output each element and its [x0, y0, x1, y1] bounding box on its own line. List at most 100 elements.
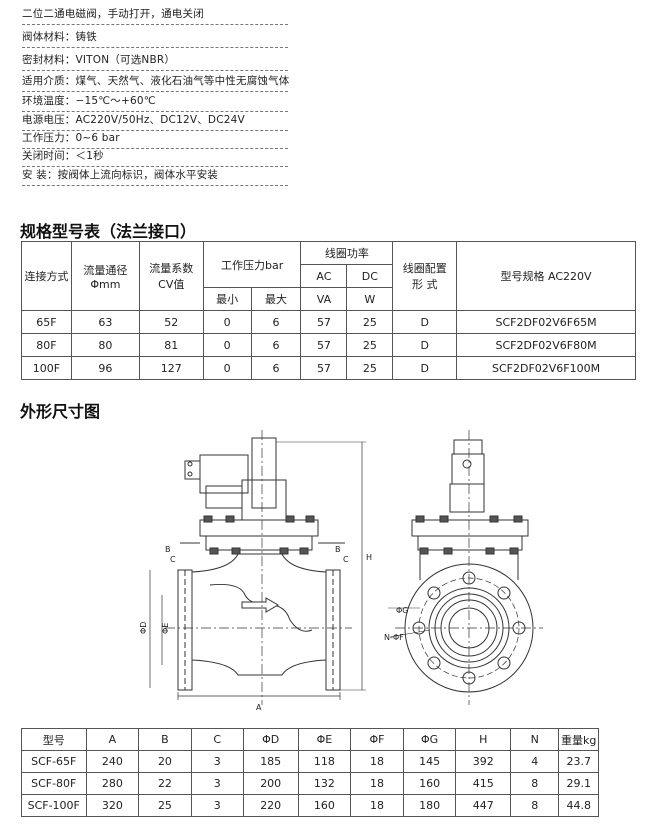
table-cell: 65F	[21, 310, 72, 334]
header-cv-line1: 流量系数	[149, 262, 194, 275]
table-header: C	[190, 728, 244, 751]
table-cell: 160	[402, 772, 457, 795]
dim-label-b: B	[165, 545, 171, 554]
dim-label-h: H	[366, 553, 372, 562]
table-cell: SCF2DF02V6F65M	[456, 310, 636, 334]
table-cell: 25	[346, 310, 394, 334]
table-cell: 20	[138, 750, 192, 773]
dim-label-phie: ΦE	[161, 623, 170, 634]
header-model: 型号规格 AC220V	[456, 241, 636, 311]
table-row: SCF-65F 240 20 3 185 118 18 145 392 4 23…	[21, 750, 599, 773]
table-cell: 57	[300, 310, 348, 334]
spec-line: 关闭时间：＜1秒	[22, 146, 288, 167]
table-header: ΦF	[350, 728, 404, 751]
table-cell: 25	[346, 333, 394, 357]
header-bore-line2: Φmm	[90, 277, 121, 291]
header-bore: 流量通径 Φmm	[70, 241, 140, 311]
table-row: 80F 80 81 0 6 57 25 D SCF2DF02V6F80M	[21, 333, 636, 357]
header-va: VA	[300, 287, 348, 311]
table-header: 重量kg	[558, 728, 599, 751]
table-cell: 25	[138, 794, 192, 817]
table-cell: 320	[85, 794, 140, 817]
header-max: 最大	[250, 287, 302, 311]
table-cell: 25	[346, 356, 394, 380]
spec-line: 安 装：按阀体上流向标识，阀体水平安装	[22, 165, 288, 186]
table-cell: 29.1	[558, 772, 599, 795]
table-header: ΦD	[242, 728, 299, 751]
table-header-row: 型号 A B C ΦD ΦE ΦF ΦG H N 重量kg	[21, 728, 599, 751]
table-header: A	[85, 728, 140, 751]
header-pressure: 工作压力bar	[202, 241, 302, 288]
table-cell: 392	[455, 750, 512, 773]
table-header: B	[138, 728, 192, 751]
table-cell: 8	[510, 794, 560, 817]
table-cell: 200	[242, 772, 299, 795]
coil-connector	[184, 460, 201, 480]
table-cell: 18	[350, 750, 404, 773]
table-cell: 240	[85, 750, 140, 773]
dim-label-phid: ΦD	[139, 622, 148, 634]
table-cell: 447	[455, 794, 512, 817]
table-cell: 96	[70, 356, 140, 380]
header-w: W	[346, 287, 394, 311]
dim-label-c: C	[170, 555, 176, 564]
table-row: SCF-80F 280 22 3 200 132 18 160 415 8 29…	[21, 772, 599, 795]
table-cell: 4	[510, 750, 560, 773]
upper-flange	[199, 519, 319, 537]
table-cell: 180	[402, 794, 457, 817]
table-cell: 44.8	[558, 794, 599, 817]
dim-label-a: A	[256, 703, 262, 712]
table-cell: 57	[300, 356, 348, 380]
dim-label-nphif: N-ΦF	[384, 633, 404, 642]
table-cell: 6	[250, 310, 302, 334]
table-cell: SCF2DF02V6F80M	[456, 333, 636, 357]
spec-line: 环境温度：−15℃～+60℃	[22, 91, 288, 112]
spec-line: 密封材料：VITON（可选NBR）	[22, 50, 288, 71]
table-cell: 0	[202, 310, 252, 334]
table-cell: 3	[190, 794, 244, 817]
table-cell: 3	[190, 750, 244, 773]
header-power: 线圈功率	[300, 241, 394, 265]
table-cell: 80F	[21, 333, 72, 357]
coil-housing	[199, 454, 249, 494]
dimension-table: 型号 A B C ΦD ΦE ΦF ΦG H N 重量kg SCF-65F 24…	[21, 728, 599, 817]
table-cell: 100F	[21, 356, 72, 380]
table-cell: 160	[297, 794, 352, 817]
table-header: 型号	[21, 728, 87, 751]
table-cell: 3	[190, 772, 244, 795]
table-cell: 127	[138, 356, 204, 380]
table-cell: 415	[455, 772, 512, 795]
table-cell: SCF-65F	[21, 750, 87, 773]
table-row: 65F 63 52 0 6 57 25 D SCF2DF02V6F65M	[21, 310, 636, 334]
table-cell: 18	[350, 794, 404, 817]
header-coil-line1: 线圈配置	[402, 262, 447, 275]
valve-stem	[251, 437, 277, 509]
table-cell: 6	[250, 333, 302, 357]
end-coil-top	[453, 439, 483, 455]
table-cell: D	[392, 356, 458, 380]
table-cell: 132	[297, 772, 352, 795]
dim-label-c-right: C	[343, 555, 349, 564]
header-cv-line2: CV值	[158, 278, 185, 291]
header-bore-line1: 流量通径	[83, 263, 128, 277]
table-row: 100F 96 127 0 6 57 25 D SCF2DF02V6F100M	[21, 356, 636, 380]
flow-arrow	[241, 597, 279, 613]
table-cell: SCF-80F	[21, 772, 87, 795]
section-title-models: 规格型号表（法兰接口）	[20, 222, 197, 241]
section-title-dimensions: 外形尺寸图	[20, 402, 101, 421]
table-row: SCF-100F 320 25 3 220 160 18 180 447 8 4…	[21, 794, 599, 817]
spec-line: 适用介质：煤气、天然气、液化石油气等中性无腐蚀气体	[22, 71, 289, 92]
table-cell: 118	[297, 750, 352, 773]
header-ac: AC	[300, 264, 348, 288]
table-header: ΦE	[297, 728, 352, 751]
header-min: 最小	[202, 287, 252, 311]
table-cell: 52	[138, 310, 204, 334]
spec-line: 电源电压：AC220V/50Hz、DC12V、DC24V	[22, 110, 288, 131]
table-header: N	[510, 728, 560, 751]
table-cell: 0	[202, 333, 252, 357]
end-upper-flange	[411, 519, 529, 537]
table-cell: SCF-100F	[21, 794, 87, 817]
table-cell: 23.7	[558, 750, 599, 773]
spec-line: 二位二通电磁阀，手动打开，通电关闭	[22, 4, 288, 25]
header-dc: DC	[346, 264, 394, 288]
